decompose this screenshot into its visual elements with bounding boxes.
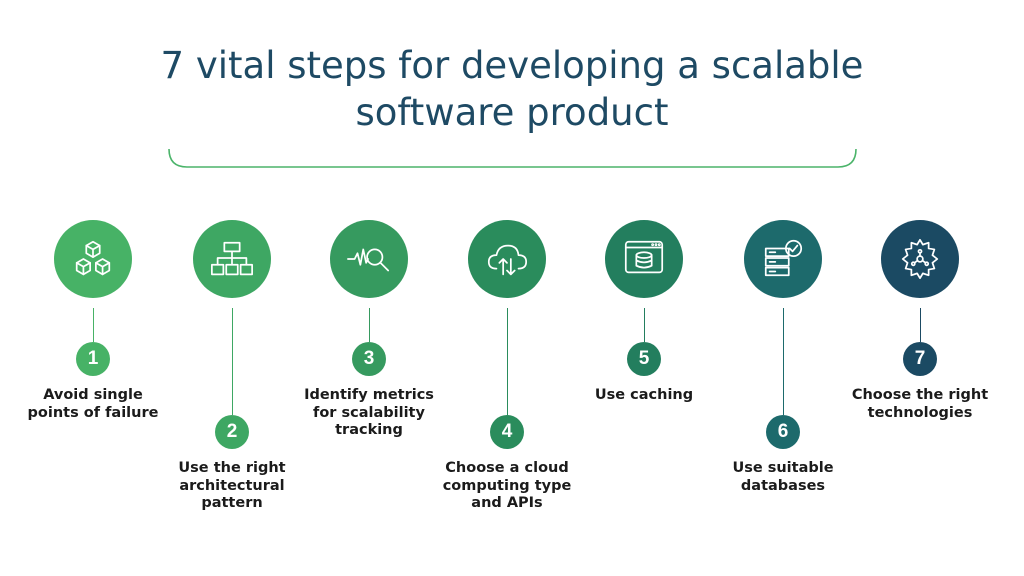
- step-3-circle: [330, 220, 408, 298]
- step-4-label-line-3: and APIs: [471, 495, 543, 511]
- step-6-label-line-1: Use suitable: [732, 460, 834, 476]
- cubes-icon: [75, 240, 111, 276]
- title-line-2: software product: [355, 91, 669, 134]
- step-5-number: 5: [627, 342, 661, 376]
- step-5-connector: [643, 308, 645, 342]
- step-2-connector: [231, 308, 233, 415]
- step-6-number: 6: [766, 415, 800, 449]
- step-1-number: 1: [76, 342, 110, 376]
- step-4-connector: [506, 308, 508, 415]
- cloud-transfer-icon: [487, 244, 528, 276]
- step-6-label-line-2: databases: [740, 477, 826, 494]
- step-2-number: 2: [215, 415, 249, 449]
- step-4-circle: [468, 220, 546, 298]
- step-3-label-line-3: tracking: [335, 422, 403, 438]
- step-3-label-line-2: for scalability: [313, 404, 425, 421]
- server-check-icon: [764, 239, 803, 277]
- step-3-label-line-1: Identify metrics: [304, 387, 434, 403]
- hierarchy-icon: [211, 241, 253, 276]
- step-5-label-line-1: Use caching: [594, 387, 694, 403]
- page-title: 7 vital steps for developing a scalable …: [0, 42, 1024, 136]
- step-7-number: 7: [903, 342, 937, 376]
- step-7-circle: [881, 220, 959, 298]
- step-2-label-line-1: Use the right: [178, 460, 286, 476]
- step-7-label-line-2: technologies: [867, 404, 973, 421]
- pulse-magnifier-icon: [347, 248, 390, 272]
- step-7-label-line-1: Choose the right: [851, 387, 989, 403]
- step-7-connector: [919, 308, 921, 342]
- gear-circuit-icon: [901, 238, 939, 280]
- step-2-label-line-3: pattern: [201, 495, 263, 511]
- step-1-label-line-1: Avoid single: [43, 387, 143, 403]
- step-4-number: 4: [490, 415, 524, 449]
- step-6-circle: [744, 220, 822, 298]
- step-1-circle: [54, 220, 132, 298]
- step-2-label-line-2: architectural: [179, 477, 285, 494]
- title-line-1: 7 vital steps for developing a scalable: [160, 44, 864, 87]
- database-window-icon: [624, 240, 664, 274]
- step-5-circle: [605, 220, 683, 298]
- step-1-connector: [92, 308, 94, 342]
- step-3-number: 3: [352, 342, 386, 376]
- step-4-label-line-1: Choose a cloud: [445, 460, 569, 476]
- step-4-label-line-2: computing type: [442, 477, 572, 494]
- step-2-circle: [193, 220, 271, 298]
- step-1-label-line-2: points of failure: [27, 404, 159, 421]
- step-3-connector: [368, 308, 370, 342]
- step-5-label: Use caching: [569, 387, 719, 405]
- step-6-connector: [782, 308, 784, 415]
